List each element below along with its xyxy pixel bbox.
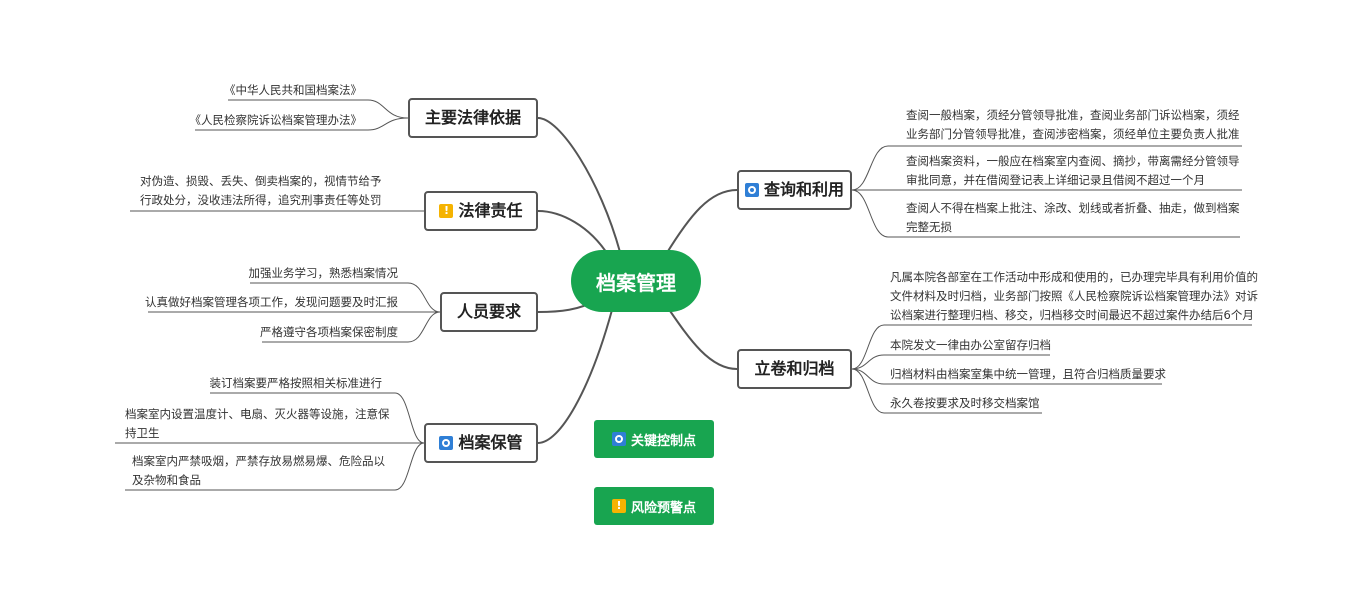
leaf-filing-4: 永久卷按要求及时移交档案馆 — [890, 396, 1040, 410]
branch-filing[interactable]: 立卷和归档 — [737, 349, 852, 389]
branch-query-use[interactable]: 查询和利用 — [737, 170, 852, 210]
leaf-staff-2: 认真做好档案管理各项工作，发现问题要及时汇报 — [145, 295, 398, 309]
branch-query-use-label: 查询和利用 — [763, 180, 844, 199]
leaf-storage-2: 档案室内设置温度计、电扇、灭火器等设施，注意保 持卫生 — [125, 407, 390, 440]
leaf-legal-basis-2: 《人民检察院诉讼档案管理办法》 — [189, 113, 363, 127]
branch-legal-basis-label: 主要法律依据 — [424, 108, 521, 127]
leaf-filing-3: 归档材料由档案室集中统一管理，且符合归档质量要求 — [890, 367, 1166, 381]
branch-staff-requirements[interactable]: 人员要求 — [440, 292, 538, 332]
leaf-storage-3: 档案室内严禁吸烟，严禁存放易燃易爆、危险品以 及杂物和食品 — [132, 454, 385, 487]
risk-warning-icon: ! — [439, 204, 454, 218]
leaf-storage-1: 装订档案要严格按照相关标准进行 — [209, 376, 383, 390]
leaf-query-3: 查阅人不得在档案上批注、涂改、划线或者折叠、抽走，做到档案 完整无损 — [906, 201, 1240, 234]
key-control-icon — [744, 183, 759, 197]
link-query — [664, 189, 738, 257]
branch-archive-storage-label: 档案保管 — [458, 433, 523, 452]
risk-warning-icon: ! — [611, 499, 626, 513]
legend-risk-warning: ! 风险预警点 — [594, 487, 714, 525]
branch-legal-liability-label: 法律责任 — [458, 201, 523, 220]
legend-key-control: 关键控制点 — [594, 420, 714, 458]
link-legal-liability — [537, 210, 611, 259]
key-control-icon — [611, 432, 626, 446]
legend-risk-warning-label: 风险预警点 — [630, 500, 696, 516]
legend-key-control-label: 关键控制点 — [630, 433, 696, 449]
center-node[interactable]: 档案管理 — [571, 250, 701, 312]
leaf-query-2: 查阅档案资料，一般应在档案室内查阅、摘抄，带离需经分管领导 审批同意，并在借阅登… — [906, 154, 1240, 187]
branch-legal-basis[interactable]: 主要法律依据 — [408, 98, 538, 138]
leaf-query-1: 查阅一般档案，须经分管领导批准，查阅业务部门诉讼档案，须经 业务部门分管领导批准… — [906, 108, 1240, 141]
leaf-staff-3: 严格遵守各项档案保密制度 — [260, 325, 398, 339]
link-legal-basis — [537, 117, 621, 253]
branch-legal-liability[interactable]: ! 法律责任 — [424, 191, 538, 231]
leaf-legal-basis-1: 《中华人民共和国档案法》 — [224, 83, 362, 97]
branch-archive-storage[interactable]: 档案保管 — [424, 423, 538, 463]
link-filing — [667, 307, 738, 370]
leaf-legal-liability-1: 对伪造、损毁、丢失、倒卖档案的，视情节给予 行政处分，没收违法所得，追究刑事责任… — [140, 174, 382, 207]
key-control-icon — [439, 436, 454, 450]
branch-filing-label: 立卷和归档 — [754, 359, 835, 378]
branch-staff-requirements-label: 人员要求 — [456, 302, 521, 321]
leaf-staff-1: 加强业务学习，熟悉档案情况 — [248, 266, 399, 280]
leaf-filing-2: 本院发文一律由办公室留存归档 — [890, 338, 1051, 352]
leaf-filing-1: 凡属本院各部室在工作活动中形成和使用的，已办理完毕具有利用价值的 文件材料及时归… — [890, 270, 1258, 322]
link-storage — [537, 309, 613, 444]
